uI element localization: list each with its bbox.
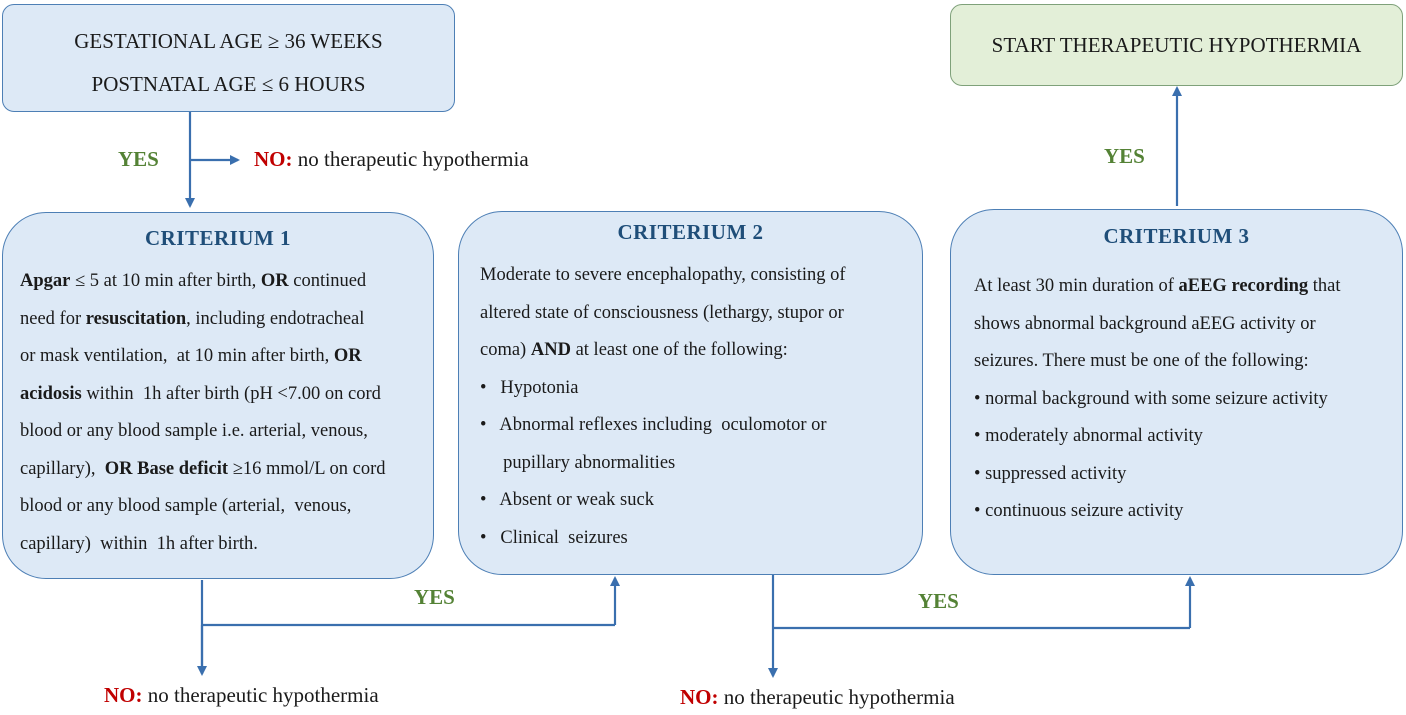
- start-hypothermia-box: START THERAPEUTIC HYPOTHERMIA: [950, 4, 1403, 86]
- gestational-age-line: GESTATIONAL AGE ≥ 36 WEEKS: [74, 29, 383, 53]
- criterium1-line: need for resuscitation, including endotr…: [20, 301, 386, 339]
- criterium2-line: • Abnormal reflexes including oculomotor…: [480, 407, 846, 445]
- criterium-3-title: CRITERIUM 3: [1103, 224, 1250, 248]
- no-line-crit2: NO: no therapeutic hypothermia: [680, 685, 955, 710]
- criterium3-segment: shows abnormal background aEEG activity …: [974, 313, 1316, 334]
- criterium2-segment: • Abnormal reflexes including oculomotor…: [480, 415, 827, 435]
- criterium1-line: blood or any blood sample (arterial, ven…: [20, 488, 386, 526]
- criterium1-line: capillary), OR Base deficit ≥16 mmol/L o…: [20, 451, 386, 489]
- criterium2-segment: coma): [480, 340, 531, 360]
- criterium3-line: At least 30 min duration of aEEG recordi…: [974, 268, 1341, 306]
- criterium1-segment: need for: [20, 308, 86, 329]
- no-label: NO:: [254, 147, 293, 171]
- criterium1-segment: Apgar: [20, 271, 71, 291]
- criterium1-segment: OR Base deficit: [104, 458, 229, 479]
- yes-label-crit3: YES: [1104, 144, 1145, 168]
- criterium1-line: blood or any blood sample i.e. arterial,…: [20, 413, 386, 451]
- criterium-1-text: Apgar ≤ 5 at 10 min after birth, OR cont…: [20, 263, 386, 563]
- criterium1-segment: or mask ventilation, at 10 min after bir…: [20, 346, 334, 366]
- criterium2-segment: • Absent or weak suck: [480, 490, 654, 510]
- criterium2-segment: at least one of the following:: [570, 340, 788, 360]
- criterium2-segment: Moderate to severe encephalopathy, consi…: [480, 265, 846, 285]
- criterium2-line: coma) AND at least one of the following:: [480, 332, 846, 370]
- criterium1-line: Apgar ≤ 5 at 10 min after birth, OR cont…: [20, 263, 386, 301]
- criterium3-segment: seizures. There must be one of the follo…: [974, 351, 1309, 371]
- criterium1-segment: acidosis: [20, 383, 82, 404]
- criterium1-segment: resuscitation: [85, 308, 187, 329]
- criterium-2-box: CRITERIUM 2 Moderate to severe encephalo…: [458, 211, 923, 575]
- criterium3-segment: • continuous seizure activity: [974, 501, 1184, 521]
- yes-label-top: YES: [118, 147, 159, 171]
- criterium1-line: or mask ventilation, at 10 min after bir…: [20, 338, 386, 376]
- criterium2-line: • Absent or weak suck: [480, 482, 846, 520]
- criterium2-segment: • Hypotonia: [480, 377, 579, 398]
- criterium2-segment: AND: [530, 340, 571, 360]
- criterium3-line: • continuous seizure activity: [974, 493, 1341, 531]
- criterium2-segment: • Clinical seizures: [480, 527, 628, 548]
- criterium2-segment: pupillary abnormalities: [480, 452, 676, 473]
- criterium3-segment: • moderately abnormal activity: [974, 426, 1203, 446]
- no-text: no therapeutic hypothermia: [142, 683, 379, 707]
- criterium1-segment: OR: [260, 271, 289, 291]
- criterium-2-title: CRITERIUM 2: [617, 220, 764, 244]
- criterium1-segment: within 1h after birth (pH <7.00 on cord: [81, 383, 381, 404]
- criterium-2-text: Moderate to severe encephalopathy, consi…: [480, 257, 846, 557]
- no-label: NO:: [680, 685, 719, 709]
- criterium1-segment: ≤ 5 at 10 min after birth,: [70, 271, 261, 291]
- criterium-1-box: CRITERIUM 1 Apgar ≤ 5 at 10 min after bi…: [2, 212, 434, 579]
- criterium1-segment: , including endotracheal: [186, 308, 365, 329]
- start-hypothermia-label: START THERAPEUTIC HYPOTHERMIA: [991, 33, 1362, 57]
- no-line-crit1: NO: no therapeutic hypothermia: [104, 683, 379, 708]
- criterium2-line: pupillary abnormalities: [480, 445, 846, 483]
- criterium3-line: shows abnormal background aEEG activity …: [974, 306, 1341, 344]
- criterium1-segment: blood or any blood sample i.e. arterial,…: [20, 421, 368, 441]
- criterium2-line: • Hypotonia: [480, 370, 846, 408]
- criterium3-line: seizures. There must be one of the follo…: [974, 343, 1341, 381]
- gestational-age-box: GESTATIONAL AGE ≥ 36 WEEKS POSTNATAL AGE…: [2, 4, 455, 112]
- criterium1-segment: ≥16 mmol/L on cord: [228, 458, 386, 479]
- criterium1-segment: capillary),: [20, 458, 105, 479]
- criterium1-segment: capillary) within 1h after birth.: [20, 533, 258, 554]
- criterium1-segment: continued: [288, 271, 367, 291]
- criterium-1-title: CRITERIUM 1: [144, 226, 292, 250]
- no-text: no therapeutic hypothermia: [718, 685, 955, 709]
- criterium3-line: • moderately abnormal activity: [974, 418, 1341, 456]
- yes-label-crit1: YES: [414, 585, 455, 609]
- criterium3-line: • normal background with some seizure ac…: [974, 381, 1341, 419]
- no-label: NO:: [104, 683, 143, 707]
- criterium3-line: • suppressed activity: [974, 456, 1341, 494]
- criterium3-segment: that: [1308, 276, 1341, 296]
- criterium1-line: capillary) within 1h after birth.: [20, 526, 386, 564]
- criterium2-line: altered state of consciousness (lethargy…: [480, 295, 846, 333]
- criterium3-segment: aEEG recording: [1178, 276, 1309, 296]
- postnatal-age-line: POSTNATAL AGE ≤ 6 HOURS: [91, 72, 366, 96]
- criterium2-line: • Clinical seizures: [480, 520, 846, 558]
- no-text: no therapeutic hypothermia: [292, 147, 529, 171]
- criterium3-segment: At least 30 min duration of: [974, 276, 1179, 296]
- yes-label-crit2: YES: [918, 589, 959, 613]
- criterium3-segment: • normal background with some seizure ac…: [974, 388, 1328, 409]
- criterium1-segment: OR: [333, 346, 362, 366]
- criterium2-segment: altered state of consciousness (lethargy…: [480, 302, 844, 323]
- no-line-top: NO: no therapeutic hypothermia: [254, 147, 529, 172]
- criterium1-segment: blood or any blood sample (arterial, ven…: [20, 496, 352, 516]
- criterium-3-box: CRITERIUM 3 At least 30 min duration of …: [950, 209, 1403, 575]
- criterium1-line: acidosis within 1h after birth (pH <7.00…: [20, 376, 386, 414]
- criterium-3-text: At least 30 min duration of aEEG recordi…: [974, 268, 1341, 531]
- criterium2-line: Moderate to severe encephalopathy, consi…: [480, 257, 846, 295]
- criterium3-segment: • suppressed activity: [974, 463, 1127, 484]
